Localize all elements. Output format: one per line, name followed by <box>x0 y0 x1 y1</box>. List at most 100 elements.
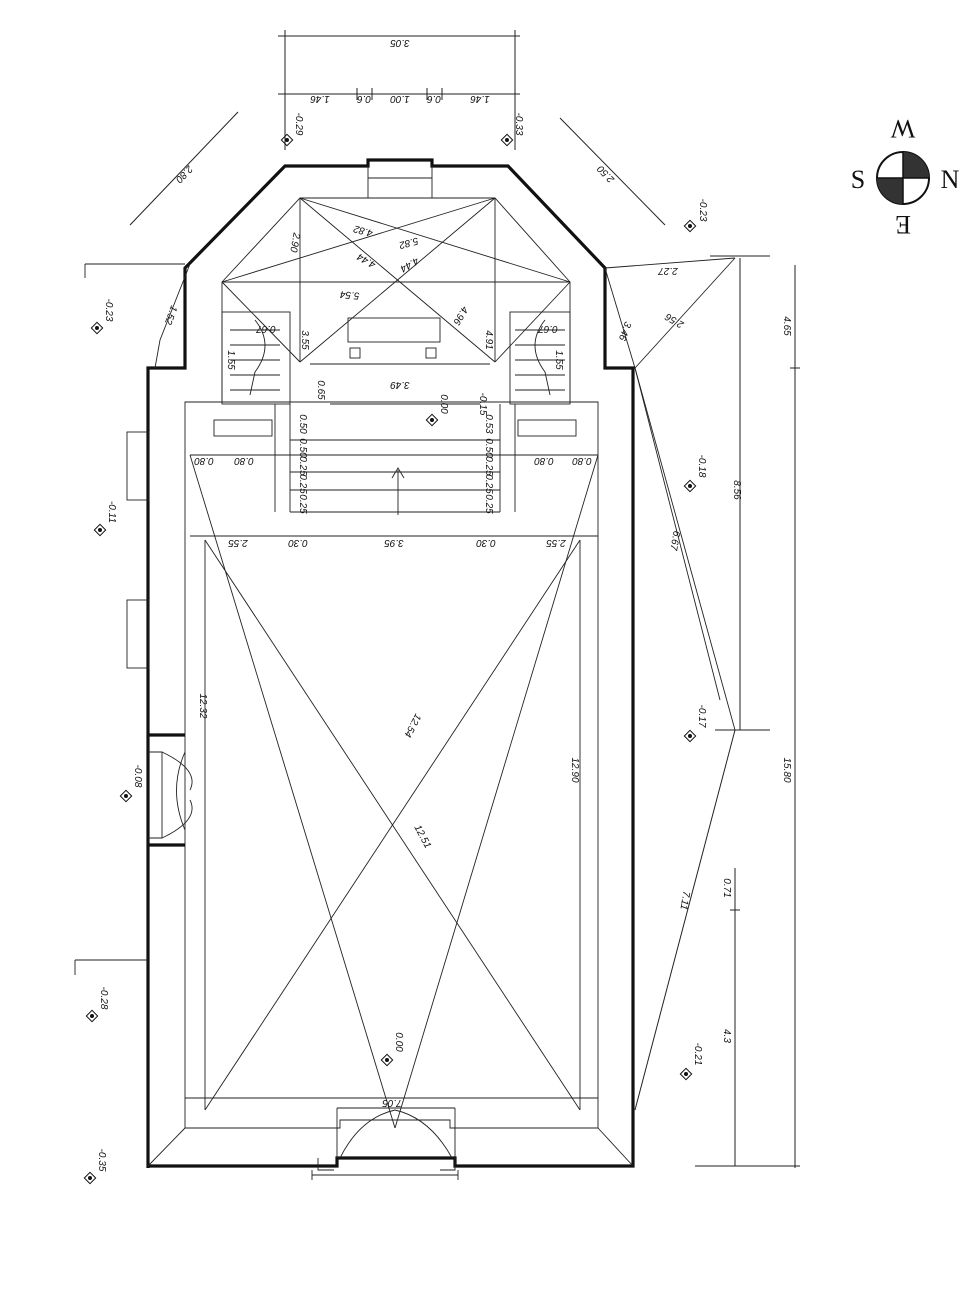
dim-right-top-2: 2.56 <box>663 310 687 330</box>
dim-right-diag-2: 7.11 <box>677 890 691 910</box>
dim-apse-inner-6: 5.54 <box>339 288 360 301</box>
dim-side-left-b: 0.80 <box>234 455 254 466</box>
dim-step-right-4: 0.25 <box>483 474 494 494</box>
dim-top-seg-5: 1.46 <box>470 93 490 104</box>
elevation-marker-icon <box>119 789 133 803</box>
level-label-6: -0.11 <box>106 501 117 523</box>
level-label-2: -0.33 <box>513 113 524 136</box>
level-label-11: -0.35 <box>96 1149 107 1172</box>
elevation-marker-icon <box>85 1009 99 1023</box>
level-label-7: -0.17 <box>696 705 707 728</box>
elevation-marker-icon <box>679 1067 693 1081</box>
stair-left <box>213 311 291 437</box>
dim-step-left-2: 0.50 <box>297 438 308 458</box>
dim-nave-bottom: 7.05 <box>382 1097 402 1108</box>
compass-north-label: N <box>941 165 960 194</box>
level-label-13: 0.00 <box>438 394 449 414</box>
dim-step-right-3: 0.25 <box>483 456 494 476</box>
elevation-marker-icon <box>683 729 697 743</box>
dim-step-left-3: 0.25 <box>297 456 308 476</box>
level-label-9: -0.28 <box>98 987 109 1010</box>
dim-cross-right-small: 0.30 <box>476 537 496 548</box>
elevation-marker-icon <box>683 219 697 233</box>
level-label-5: -0.18 <box>696 455 707 478</box>
elevation-markers <box>83 133 697 1185</box>
dim-top-seg-3: 1.00 <box>390 93 410 104</box>
level-label-1: -0.29 <box>293 113 304 136</box>
elevation-marker-icon <box>683 479 697 493</box>
dim-apse-inner-3: 5.82 <box>397 235 419 251</box>
dim-top-total: 3.05 <box>390 37 410 48</box>
dim-cross-left: 2.55 <box>228 537 249 548</box>
dim-nave-right: 12.90 <box>569 757 580 782</box>
dim-stair-left-1: 0.67 <box>256 323 276 334</box>
dim-right-0-71: 0.71 <box>721 878 732 897</box>
level-label-3: -0.23 <box>697 199 708 222</box>
dim-step-right-1: 0.53 <box>483 414 494 434</box>
dim-step-right-2: 0.50 <box>483 438 494 458</box>
elevation-marker-icon <box>83 1171 97 1185</box>
dim-nave-left: 12.32 <box>197 693 208 718</box>
side-annexes <box>74 263 193 975</box>
dim-apse-chord-left: 3.55 <box>299 330 310 350</box>
dim-step-left-5: 0.25 <box>297 494 308 514</box>
dimension-labels: 3.05 1.46 0.6 1.00 0.6 1.46 2.80 2.50 2.… <box>96 37 792 1172</box>
dim-cross-right: 2.55 <box>546 537 567 548</box>
dim-cross-center: 3.95 <box>384 537 404 548</box>
dim-right-diag-1: 6.67 <box>667 530 681 552</box>
elevation-marker-icon <box>90 321 104 335</box>
level-label-10: -0.21 <box>692 1043 703 1066</box>
dim-apse-inner-2: 4.82 <box>352 222 374 238</box>
compass-west-label: W <box>890 114 915 143</box>
dim-step-right-5: 0.25 <box>483 494 494 514</box>
dim-stair-right-1: 0.67 <box>538 323 558 334</box>
dim-apse-inner-1: 2.90 <box>287 231 301 253</box>
dim-top-seg-1: 1.46 <box>310 93 330 104</box>
dim-top-seg-4: 0.6 <box>427 93 441 104</box>
dim-apse-inner-5: 4.44 <box>398 255 421 274</box>
dim-side-right-b: 0.80 <box>572 455 592 466</box>
stair-right <box>509 311 577 437</box>
nave-triangulation <box>185 401 599 1129</box>
dim-right-total: 15.80 <box>781 757 792 782</box>
dim-left-wall-small: 1.52 <box>162 304 179 326</box>
dim-apse-inner-7: 4.96 <box>450 304 469 327</box>
dim-top-seg-2: 0.6 <box>357 93 371 104</box>
elevation-marker-icon <box>280 133 294 147</box>
dim-stair-left-2: 1.55 <box>225 350 236 370</box>
compass-rose: W E S N <box>851 114 960 239</box>
dim-side-left-a: 0.80 <box>194 455 214 466</box>
level-label-12: -0.15 <box>477 393 488 416</box>
dim-side-right-a: 0.80 <box>534 455 554 466</box>
dimension-lines <box>129 30 800 1168</box>
elevation-marker-icon <box>380 1053 394 1067</box>
dim-right-4-65: 4.65 <box>781 316 792 336</box>
dim-altar-width: 3.49 <box>390 379 410 390</box>
altar-area <box>274 317 516 515</box>
dim-apse-inner-4: 4.44 <box>355 250 378 269</box>
dim-stair-right-2: 1.55 <box>553 350 564 370</box>
dim-apse-left: 2.80 <box>173 162 195 185</box>
compass-south-label: S <box>851 165 865 194</box>
dim-apse-chord-right: 4.91 <box>483 330 494 349</box>
dim-right-top-3: 3.46 <box>616 320 633 342</box>
elevation-marker-icon <box>93 523 107 537</box>
outer-walls <box>146 158 635 1168</box>
dim-right-top-1: 2.27 <box>658 265 679 276</box>
apse-triangulation <box>221 197 736 731</box>
dim-right-4-3: 4.3 <box>721 1029 732 1043</box>
dim-nave-diag-2: 12.51 <box>411 823 432 850</box>
dim-step-left-1: 0.50 <box>297 414 308 434</box>
level-label-4: -0.23 <box>103 299 114 322</box>
dim-cross-left-small: 0.30 <box>288 537 308 548</box>
dim-altar-depth: 0.65 <box>315 380 326 400</box>
dim-step-left-4: 0.25 <box>297 474 308 494</box>
level-label-8: -0.08 <box>132 765 143 788</box>
dim-nave-diag-1: 12.54 <box>401 712 423 740</box>
compass-east-label: E <box>895 210 911 239</box>
elevation-marker-icon <box>500 133 514 147</box>
main-entrance <box>311 1107 459 1180</box>
level-label-14: 0.00 <box>393 1032 404 1052</box>
dim-right-8-56: 8.56 <box>731 480 742 500</box>
